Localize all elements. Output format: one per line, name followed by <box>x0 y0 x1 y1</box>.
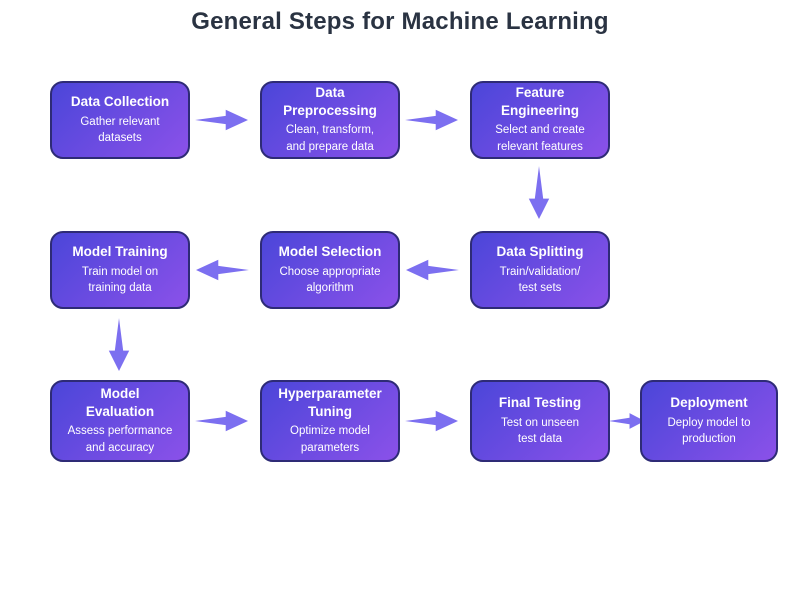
arrow-evaluation-to-tuning-icon <box>195 410 248 432</box>
step-data-collection-subtitle: Gather relevant datasets <box>80 115 160 145</box>
arrow-tuning-to-testing-icon <box>405 410 458 432</box>
step-model-selection-title: Model Selection <box>278 244 382 260</box>
arrow-splitting-to-selection-icon <box>406 259 459 281</box>
arrow-feature-to-splitting-icon <box>528 166 550 219</box>
step-model-training-subtitle: Train model on training data <box>81 265 159 295</box>
step-deployment-title: Deployment <box>670 395 748 411</box>
step-data-splitting-title: Data Splitting <box>496 244 584 260</box>
step-feature-engineering: Feature Engineering Select and create re… <box>470 81 610 159</box>
page-title: General Steps for Machine Learning <box>191 8 609 35</box>
step-hyperparameter-tuning-subtitle: Optimize model parameters <box>290 425 370 455</box>
step-model-selection-subtitle: Choose appropriate algorithm <box>279 265 381 295</box>
step-data-preprocessing: Data Preprocessing Clean, transform, and… <box>260 81 400 159</box>
step-data-splitting-subtitle: Train/validation/ test sets <box>499 265 581 295</box>
step-data-preprocessing-title: Data Preprocessing <box>283 85 377 118</box>
arrow-testing-to-deployment-icon <box>608 413 645 429</box>
step-final-testing-subtitle: Test on unseen test data <box>500 416 579 446</box>
arrow-selection-to-training-icon <box>196 259 249 281</box>
step-feature-engineering-subtitle: Select and create relevant features <box>495 124 585 154</box>
arrow-preprocessing-to-feature-icon <box>405 109 458 131</box>
step-data-collection: Data Collection Gather relevant datasets <box>50 81 190 159</box>
step-deployment-subtitle: Deploy model to production <box>667 416 751 446</box>
arrow-training-to-evaluation-icon <box>108 318 130 371</box>
step-feature-engineering-title: Feature Engineering <box>500 85 579 118</box>
step-data-collection-title: Data Collection <box>70 94 170 110</box>
step-final-testing: Final Testing Test on unseen test data <box>470 380 610 462</box>
step-model-evaluation-title: Model Evaluation <box>85 386 155 419</box>
arrow-collection-to-preprocessing-icon <box>195 109 248 131</box>
step-model-evaluation: Model Evaluation Assess performance and … <box>50 380 190 462</box>
step-final-testing-title: Final Testing <box>498 395 582 411</box>
step-data-splitting: Data Splitting Train/validation/ test se… <box>470 231 610 309</box>
step-hyperparameter-tuning-title: Hyperparameter Tuning <box>278 386 382 419</box>
step-model-training-title: Model Training <box>72 244 168 260</box>
step-model-selection: Model Selection Choose appropriate algor… <box>260 231 400 309</box>
step-model-evaluation-subtitle: Assess performance and accuracy <box>67 425 173 455</box>
step-deployment: Deployment Deploy model to production <box>640 380 778 462</box>
step-data-preprocessing-subtitle: Clean, transform, and prepare data <box>285 124 375 154</box>
step-hyperparameter-tuning: Hyperparameter Tuning Optimize model par… <box>260 380 400 462</box>
step-model-training: Model Training Train model on training d… <box>50 231 190 309</box>
